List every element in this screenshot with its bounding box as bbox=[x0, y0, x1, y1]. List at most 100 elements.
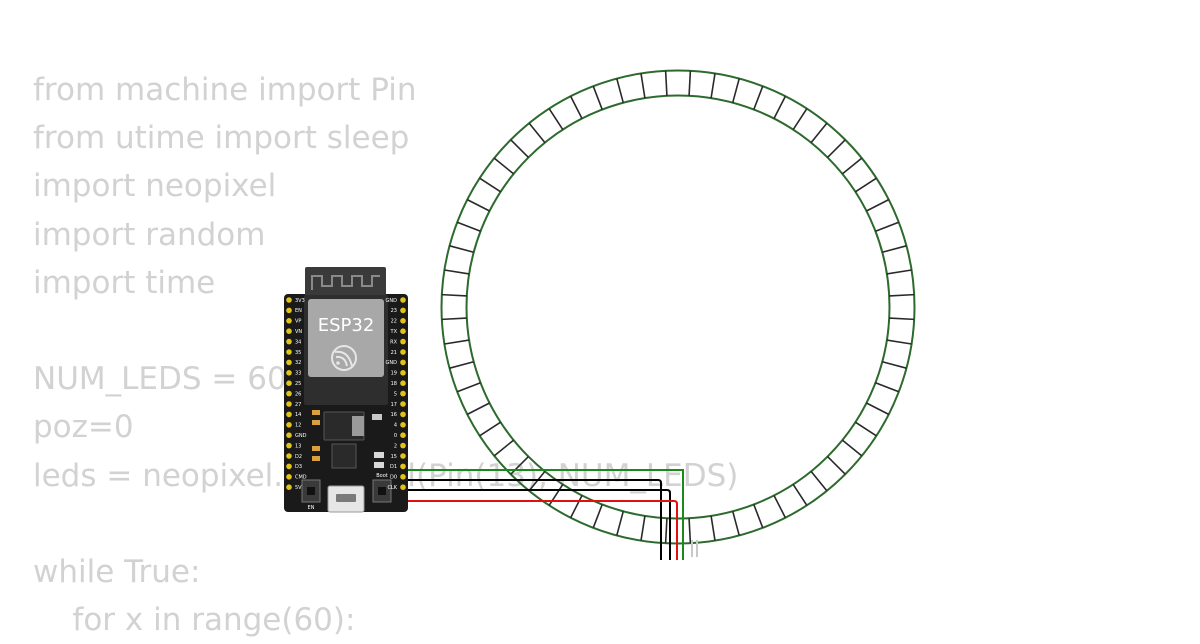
pin-left[interactable] bbox=[286, 422, 292, 428]
pin-left[interactable] bbox=[286, 370, 292, 376]
ring-led-divider bbox=[466, 402, 490, 416]
pin-right[interactable] bbox=[400, 484, 406, 491]
wire-gnd-2[interactable] bbox=[398, 489, 671, 560]
antenna-area bbox=[305, 267, 386, 297]
regulator-tab bbox=[352, 416, 364, 436]
pin-left[interactable] bbox=[286, 297, 292, 303]
wire-signal[interactable] bbox=[398, 469, 684, 560]
pin-label: 33 bbox=[295, 371, 301, 377]
code-line: poz=0 bbox=[33, 409, 134, 446]
pin-label: TX bbox=[390, 329, 398, 335]
pin-left[interactable] bbox=[286, 453, 292, 459]
pin-left[interactable] bbox=[286, 380, 292, 387]
pin-right[interactable] bbox=[400, 359, 406, 366]
module-shield bbox=[308, 299, 384, 377]
pin-label: 19 bbox=[391, 371, 397, 377]
wire-gnd[interactable] bbox=[398, 479, 662, 560]
pin-left[interactable] bbox=[286, 463, 292, 470]
ring-led-divider bbox=[875, 221, 900, 232]
pin-label: GND bbox=[386, 360, 398, 366]
pin-label: 34 bbox=[295, 339, 301, 345]
pin-right[interactable] bbox=[400, 380, 406, 387]
ring-led-divider bbox=[510, 139, 530, 159]
pin-left[interactable] bbox=[286, 442, 292, 449]
smd-component bbox=[312, 420, 320, 425]
wire-vcc[interactable] bbox=[398, 500, 678, 560]
pin-left[interactable] bbox=[286, 338, 292, 345]
pin-label: EN bbox=[295, 308, 302, 314]
pin-right[interactable] bbox=[400, 390, 406, 397]
neopixel-ring[interactable] bbox=[440, 69, 916, 545]
pin-right[interactable] bbox=[400, 370, 406, 376]
pin-right[interactable] bbox=[400, 318, 406, 324]
pin-label: 23 bbox=[391, 308, 397, 314]
ring-led-divider bbox=[441, 293, 467, 297]
pin-label: 18 bbox=[391, 381, 397, 387]
ring-led-divider bbox=[616, 511, 625, 536]
pin-label: RX bbox=[390, 339, 397, 345]
ring-led-divider bbox=[826, 139, 846, 159]
pin-left[interactable] bbox=[286, 328, 292, 335]
boot-button-label: Boot bbox=[376, 473, 388, 479]
pin-right[interactable] bbox=[400, 432, 406, 439]
pin-right[interactable] bbox=[400, 349, 406, 355]
pin-right[interactable] bbox=[400, 463, 406, 470]
pin-right[interactable] bbox=[400, 338, 406, 345]
pin-label: GND bbox=[295, 433, 307, 439]
ring-led-divider bbox=[528, 122, 546, 144]
pin-right[interactable] bbox=[400, 474, 406, 480]
ring-led-divider bbox=[731, 78, 740, 103]
pin-label: 14 bbox=[295, 412, 301, 418]
pin-left[interactable] bbox=[286, 349, 292, 355]
ring-led-divider bbox=[773, 495, 787, 519]
pin-label: 4 bbox=[394, 423, 397, 429]
ring-led-divider bbox=[886, 269, 912, 275]
en-button[interactable]: EN bbox=[301, 479, 321, 511]
ring-led-divider bbox=[640, 73, 646, 99]
pin-label: 27 bbox=[295, 402, 301, 408]
pin-right[interactable] bbox=[400, 328, 406, 335]
ring-led-divider bbox=[528, 470, 546, 492]
boot-button[interactable]: Boot bbox=[372, 473, 392, 503]
pin-right[interactable] bbox=[400, 401, 406, 407]
pin-label: 35 bbox=[295, 350, 301, 356]
ring-led-divider bbox=[841, 439, 863, 457]
pin-left[interactable] bbox=[286, 307, 292, 314]
wires bbox=[398, 469, 684, 560]
ring-connector bbox=[691, 540, 698, 557]
code-line: import time bbox=[33, 264, 216, 301]
ring-led-divider bbox=[753, 504, 764, 529]
ring-led-divider bbox=[854, 177, 877, 193]
pin-left[interactable] bbox=[286, 318, 292, 324]
pin-left[interactable] bbox=[286, 401, 292, 407]
pin-label: CMD bbox=[295, 475, 307, 481]
ring-led-divider bbox=[456, 382, 481, 393]
pin-label: 15 bbox=[391, 454, 397, 460]
pin-right[interactable] bbox=[400, 442, 406, 449]
pin-left[interactable] bbox=[286, 390, 292, 397]
pin-label: 22 bbox=[391, 319, 397, 325]
ring-led-divider bbox=[449, 245, 474, 254]
pin-left[interactable] bbox=[286, 411, 292, 418]
ring-led-group bbox=[441, 70, 915, 544]
smd-component bbox=[312, 410, 320, 415]
pin-right[interactable] bbox=[400, 307, 406, 314]
pin-left[interactable] bbox=[286, 484, 292, 491]
en-button-label: EN bbox=[308, 505, 315, 511]
pin-right[interactable] bbox=[400, 297, 406, 303]
pin-right[interactable] bbox=[400, 453, 406, 459]
pin-left[interactable] bbox=[286, 359, 292, 366]
pin-label: 16 bbox=[391, 412, 397, 418]
ring-led-divider bbox=[731, 511, 740, 536]
ring-led-divider bbox=[449, 360, 474, 369]
pin-right[interactable] bbox=[400, 411, 406, 418]
pin-right[interactable] bbox=[400, 422, 406, 428]
pin-left[interactable] bbox=[286, 432, 292, 439]
pin-label: GND bbox=[386, 298, 398, 304]
ring-led-divider bbox=[493, 157, 515, 175]
pin-label: 21 bbox=[391, 350, 397, 356]
pin-left[interactable] bbox=[286, 474, 292, 480]
ring-led-divider bbox=[882, 360, 907, 369]
